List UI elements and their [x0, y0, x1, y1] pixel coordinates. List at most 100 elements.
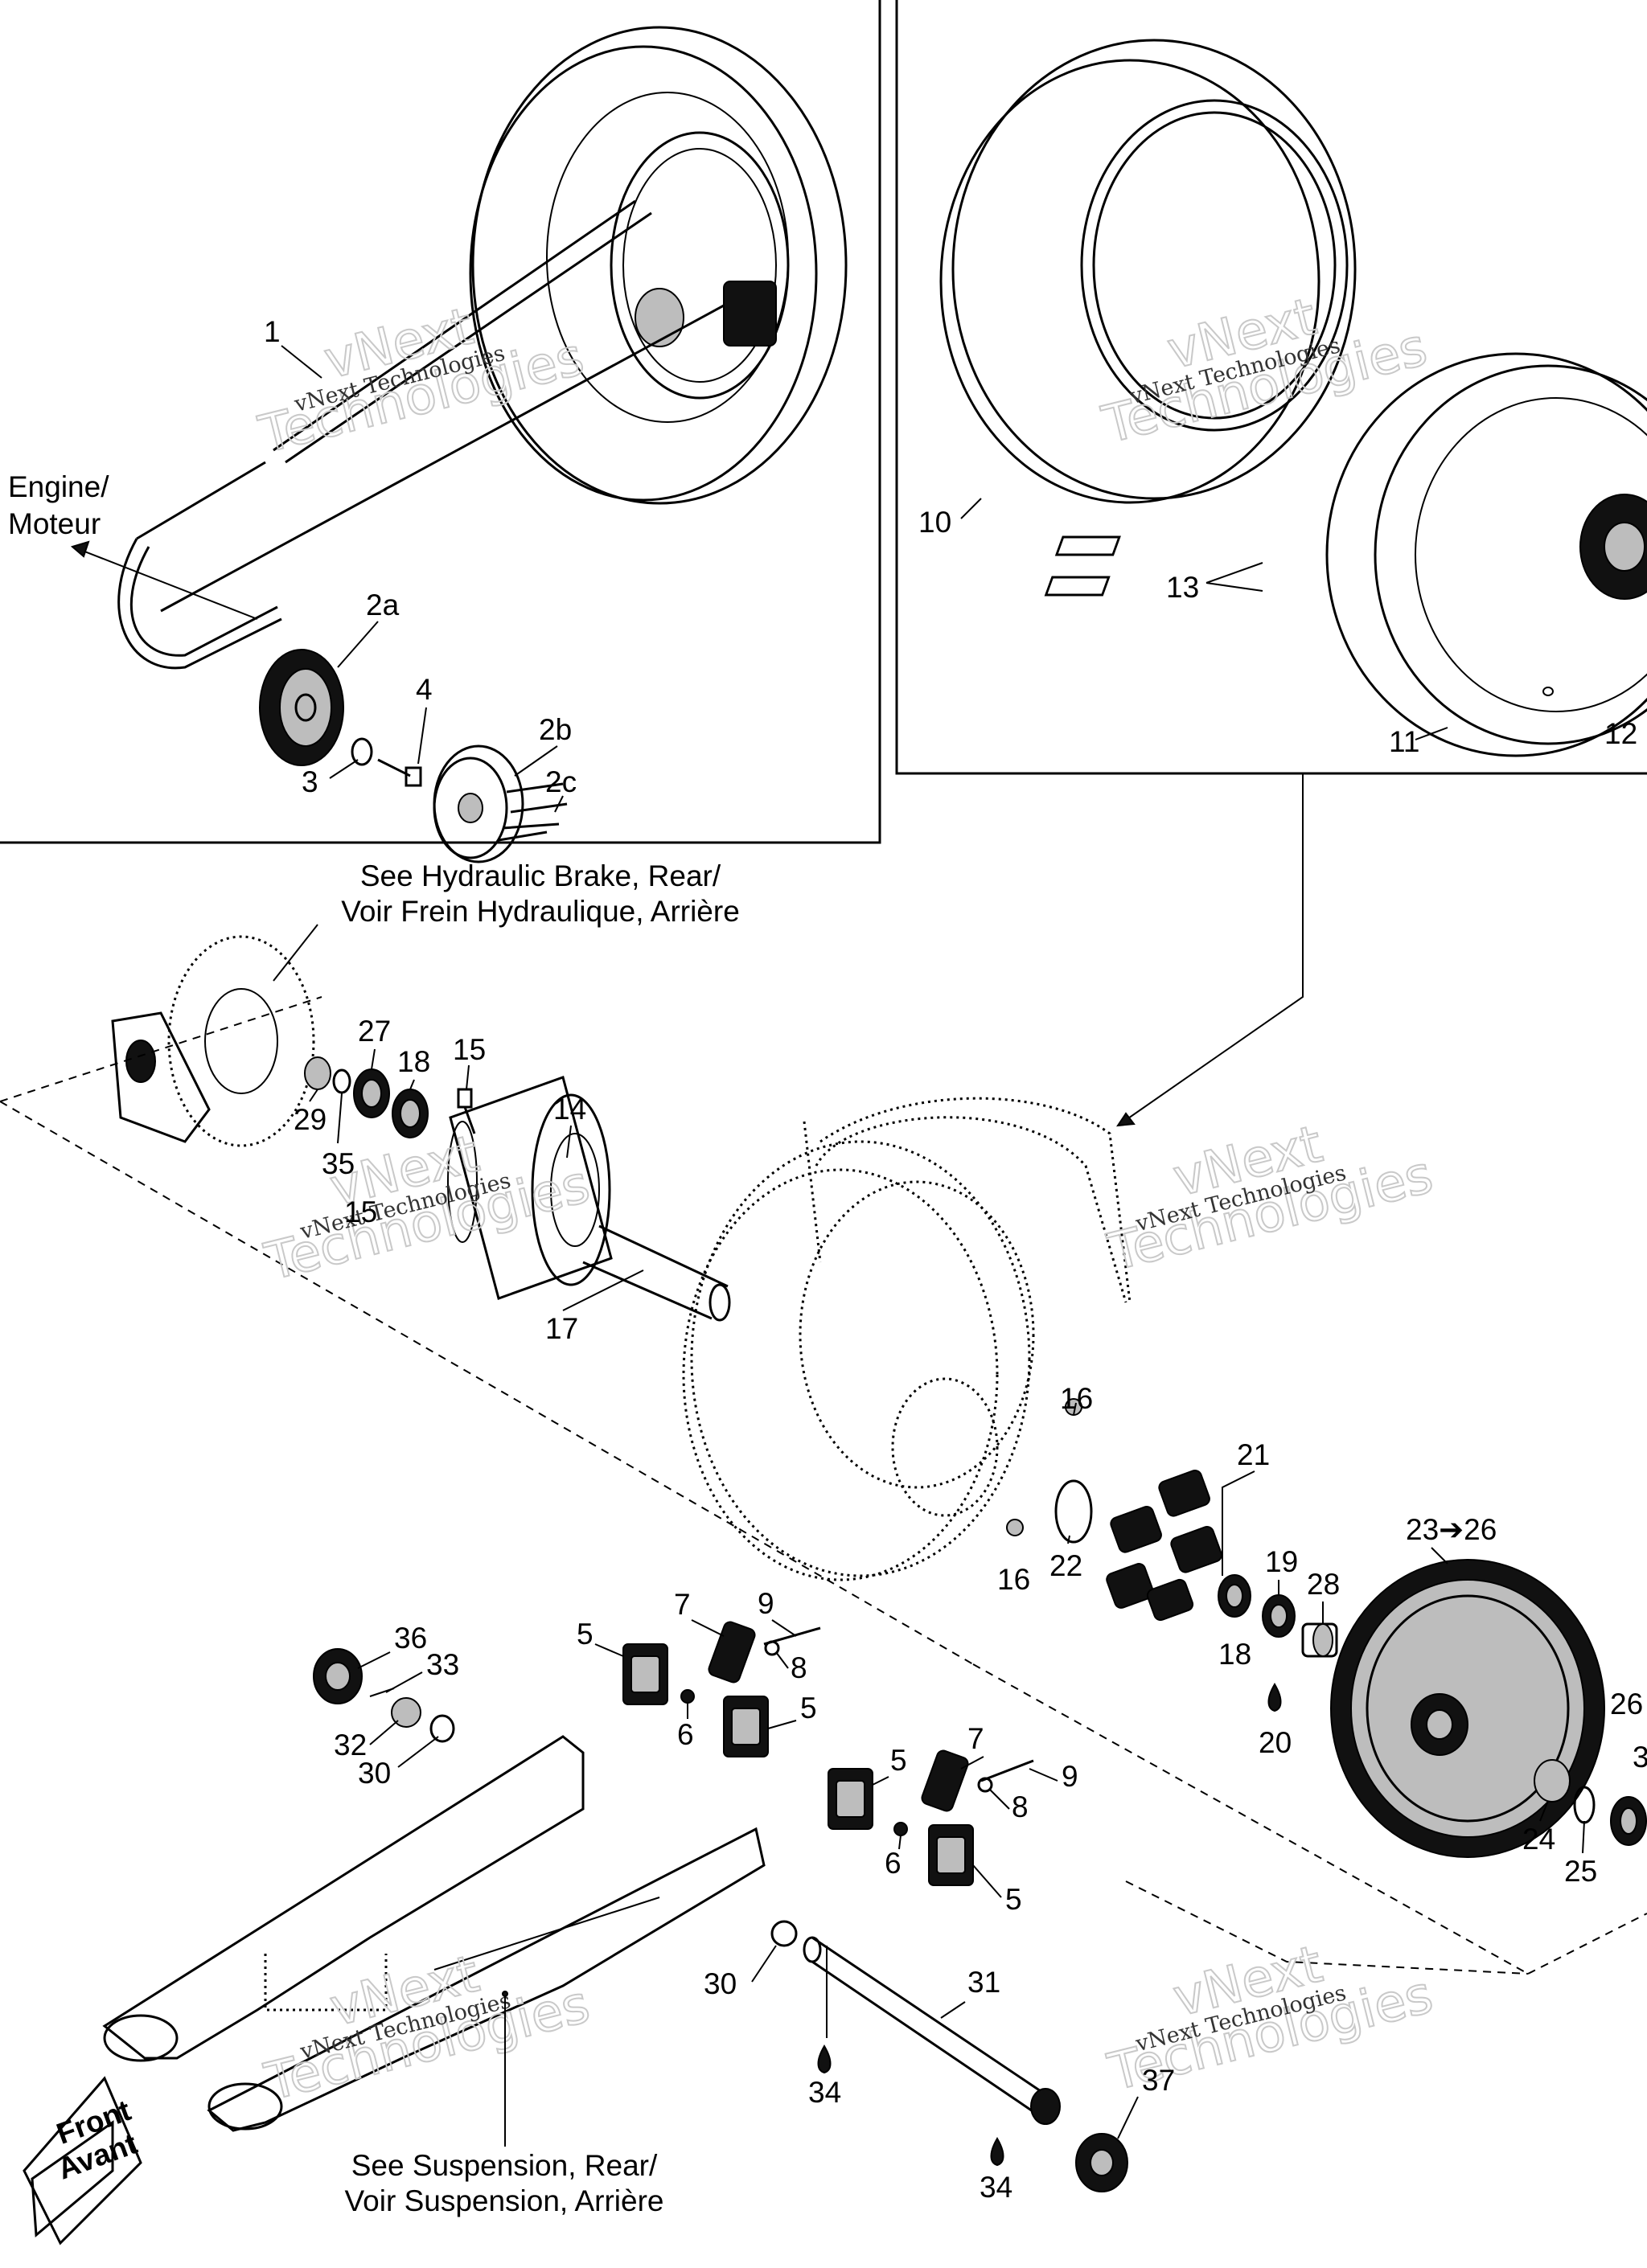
engine-arrow	[70, 540, 258, 620]
svg-text:25: 25	[1564, 1855, 1597, 1888]
svg-text:9: 9	[1062, 1760, 1078, 1793]
svg-text:30: 30	[704, 1967, 737, 2000]
bolt-15	[457, 1088, 476, 1134]
svg-text:34: 34	[980, 2171, 1012, 2204]
svg-text:33: 33	[426, 1648, 459, 1681]
svg-text:16: 16	[997, 1563, 1030, 1596]
svg-text:7: 7	[967, 1722, 984, 1755]
suspension-note: See Suspension, Rear/ Voir Suspension, A…	[345, 1991, 664, 2217]
callout-labels: 1 2a 2b 2c 3 4 10 11 12 13 14 15 15 16 1…	[264, 315, 1647, 2204]
svg-text:31: 31	[967, 1966, 1000, 1999]
svg-text:5: 5	[800, 1692, 817, 1725]
washer-3	[351, 737, 373, 766]
svg-text:17: 17	[545, 1312, 578, 1345]
tire-10	[939, 39, 1357, 504]
rim-11	[1325, 352, 1647, 757]
svg-text:12: 12	[1604, 717, 1637, 750]
brake-note: See Hydraulic Brake, Rear/ Voir Frein Hy…	[273, 859, 740, 982]
svg-text:Moteur: Moteur	[8, 507, 101, 540]
svg-text:13: 13	[1166, 571, 1199, 604]
svg-text:5: 5	[577, 1618, 593, 1651]
valve-caps-13	[1044, 535, 1121, 597]
svg-text:Engine/: Engine/	[8, 470, 109, 503]
watermark-1: vNext Technologies vNext Technologies	[253, 296, 590, 465]
svg-text:30: 30	[358, 1757, 391, 1790]
svg-text:7: 7	[674, 1588, 691, 1621]
front-note: Front Avant	[23, 2076, 142, 2245]
svg-text:19: 19	[1265, 1545, 1298, 1578]
svg-text:18: 18	[397, 1045, 430, 1078]
panel-belt-frame	[0, 0, 881, 844]
axle-31	[770, 1920, 1061, 2125]
swing-arm	[102, 1735, 766, 2132]
sprocket-23	[1330, 1559, 1605, 1858]
svg-text:34: 34	[808, 2076, 841, 2109]
svg-text:18: 18	[1218, 1638, 1251, 1671]
svg-text:9: 9	[758, 1587, 774, 1620]
svg-text:29: 29	[294, 1103, 327, 1136]
svg-text:5: 5	[890, 1744, 907, 1777]
hub-14	[447, 1076, 613, 1300]
bearing-parts-29-35-27-18	[304, 1056, 429, 1138]
svg-text:22: 22	[1049, 1549, 1082, 1582]
watermark-2: vNext Technologies vNext Technologies	[1096, 286, 1434, 456]
tire-connector-arrow	[1115, 773, 1304, 1127]
svg-text:3: 3	[302, 765, 318, 798]
svg-text:27: 27	[358, 1015, 391, 1048]
svg-text:10: 10	[918, 506, 951, 539]
svg-text:20: 20	[1259, 1726, 1292, 1759]
adjuster-blocks-5	[622, 1643, 974, 1886]
grease-20	[1267, 1683, 1282, 1712]
svg-text:See Hydraulic Brake, Rear/: See Hydraulic Brake, Rear/	[360, 859, 721, 892]
svg-text:6: 6	[885, 1847, 902, 1880]
bearings-24-25-26	[1534, 1759, 1647, 1846]
svg-text:2c: 2c	[545, 765, 577, 798]
svg-text:24: 24	[1522, 1823, 1555, 1856]
brake-disc	[111, 935, 315, 1147]
axle-nut-group-36-33-32-30	[313, 1648, 455, 1743]
svg-text:8: 8	[1012, 1790, 1029, 1823]
svg-text:8: 8	[791, 1651, 807, 1684]
svg-text:35: 35	[322, 1147, 355, 1180]
engine-note: Engine/ Moteur	[8, 470, 109, 540]
svg-text:23➔26: 23➔26	[1406, 1513, 1497, 1546]
svg-text:16: 16	[1060, 1382, 1093, 1415]
o-ring-22	[1054, 1479, 1093, 1544]
bolts-9-washers-8-nuts-6	[680, 1626, 1034, 1836]
svg-text:4: 4	[416, 673, 433, 706]
svg-text:37: 37	[1142, 2064, 1175, 2097]
panel-tire-frame	[895, 0, 1647, 775]
nuts-16	[1006, 1398, 1082, 1536]
svg-text:See Suspension, Rear/: See Suspension, Rear/	[351, 2149, 658, 2182]
spacer-17	[582, 1224, 731, 1322]
screws-2c	[498, 782, 568, 842]
leader-lines	[281, 345, 1585, 2139]
svg-text:5: 5	[1005, 1883, 1022, 1916]
svg-text:28: 28	[1307, 1568, 1340, 1601]
svg-text:26: 26	[1610, 1688, 1643, 1720]
svg-text:Voir Frein Hydraulique, Arrièr: Voir Frein Hydraulique, Arrière	[341, 895, 740, 928]
bearings-18-19-28	[1218, 1574, 1338, 1658]
svg-text:15: 15	[453, 1033, 486, 1066]
svg-text:14: 14	[553, 1093, 586, 1126]
grease-34	[817, 1946, 1004, 2167]
svg-text:2a: 2a	[366, 589, 400, 621]
plates-7	[708, 1621, 969, 1812]
svg-text:21: 21	[1237, 1438, 1270, 1471]
svg-text:Voir Suspension, Arrière: Voir Suspension, Arrière	[345, 2184, 664, 2217]
svg-text:2b: 2b	[539, 713, 572, 746]
svg-text:11: 11	[1389, 725, 1419, 758]
watermark-4: vNext Technologies vNext Technologies	[1102, 1113, 1440, 1283]
svg-text:1: 1	[264, 315, 281, 348]
dampers-21	[1106, 1470, 1222, 1622]
dashed-assembly-boundary	[0, 996, 1647, 1975]
nut-37	[1075, 2133, 1128, 2192]
svg-text:3: 3	[1633, 1741, 1647, 1774]
hub-2b	[433, 744, 524, 863]
svg-text:6: 6	[677, 1718, 694, 1751]
svg-text:32: 32	[334, 1729, 367, 1761]
bolt-4	[377, 758, 422, 787]
watermark-5: vNext Technologies vNext Technologies	[258, 1943, 596, 2113]
front-arrow	[31, 2120, 114, 2238]
